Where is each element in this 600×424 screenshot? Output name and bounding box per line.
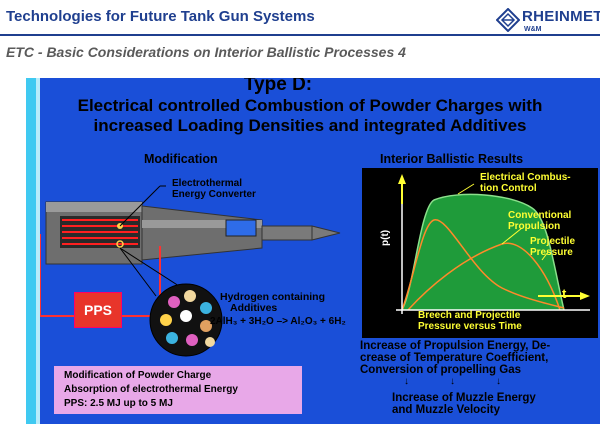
header-title: Technologies for Future Tank Gun Systems [6, 8, 315, 25]
gun-barrel-diagram [40, 185, 341, 357]
results-heading: Interior Ballistic Results [380, 152, 524, 166]
modification-heading: Modification [144, 152, 218, 166]
page-subtitle: ETC - Basic Considerations on Interior B… [6, 44, 406, 60]
legend-electrical-1: Electrical Combus- [480, 172, 571, 183]
legend-projectile-1: Projectile [530, 236, 576, 247]
hydrogen-label-2: Additives [230, 302, 278, 314]
reaction-equation: 2AlH₃ + 3H₂O –> Al₂O₃ + 6H₂ [210, 316, 346, 327]
graph-caption-1: Breech and Projectile [418, 310, 521, 321]
modification-summary-box: Modification of Powder Charge Absorption… [54, 366, 302, 414]
summary-line-1: Modification of Powder Charge [64, 370, 212, 381]
slide-title-type: Type D: [243, 78, 313, 95]
brand-sub: W&M [524, 26, 542, 33]
legend-projectile-2: Pressure [530, 247, 573, 258]
conclusion-line-1: Increase of Muzzle Energy [392, 392, 536, 404]
converter-label-1: Electrothermal [172, 178, 243, 189]
slide-title-line3: increased Loading Densities and integrat… [93, 116, 527, 135]
graph-caption-2: Pressure versus Time [418, 321, 522, 332]
header-divider [0, 34, 600, 36]
diamond-logo-icon [496, 8, 520, 32]
legend-electrical-2: tion Control [480, 183, 537, 194]
conclusion-line-2: and Muzzle Velocity [392, 404, 500, 416]
results-line-3: Conversion of propelling Gas [360, 364, 522, 376]
brand-name: RHEINMETA [522, 8, 600, 25]
summary-line-2: Absorption of electrothermal Energy [64, 384, 238, 395]
down-arrow-icon: ↓ [450, 376, 455, 387]
x-axis-label: t [562, 286, 567, 301]
slide-panel: Type D: Electrical controlled Combustion… [40, 78, 600, 424]
rheinmetall-logo: RHEINMETA W&M [496, 6, 600, 36]
left-accent-bar-light [36, 78, 40, 424]
converter-label-2: Energy Converter [172, 189, 256, 200]
legend-conventional-1: Conventional [508, 210, 572, 221]
pps-label: PPS [83, 302, 112, 318]
results-line-1: Increase of Propulsion Energy, De- [360, 340, 551, 352]
pps-box: PPS [74, 292, 122, 328]
left-accent-bar [26, 78, 36, 424]
slide-title-line2: Electrical controlled Combustion of Powd… [77, 96, 543, 115]
pressure-time-graph [362, 168, 598, 338]
results-line-2: crease of Temperature Coefficient, [360, 352, 549, 364]
down-arrow-icon: ↓ [404, 376, 409, 387]
hydrogen-label-1: Hydrogen containing [220, 291, 325, 303]
summary-line-3: PPS: 2.5 MJ up to 5 MJ [64, 398, 173, 409]
legend-conventional-2: Propulsion [508, 221, 561, 232]
y-axis-label: p(t) [380, 229, 391, 246]
down-arrow-icon: ↓ [496, 376, 501, 387]
